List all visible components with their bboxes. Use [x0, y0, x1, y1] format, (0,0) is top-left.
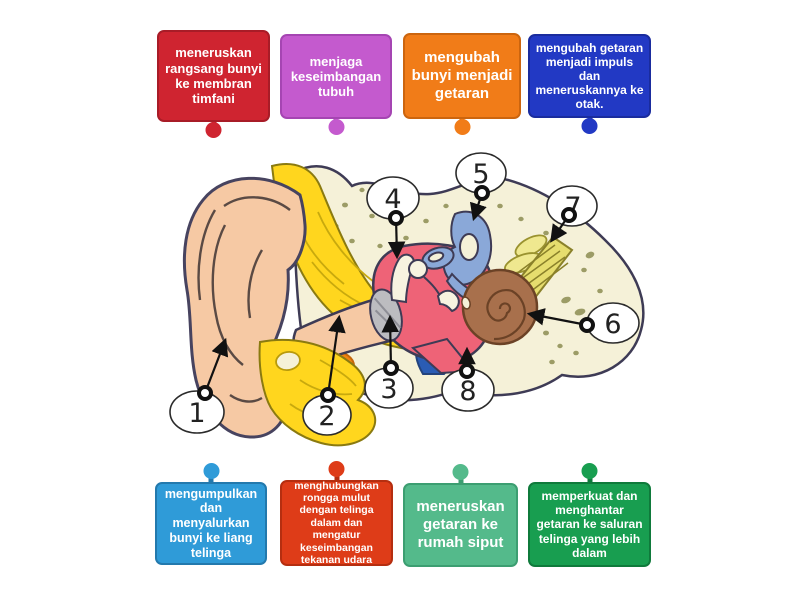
answer-card-pin	[459, 117, 465, 127]
answer-card-mengumpulkan[interactable]: mengumpulkan dan menyalurkan bunyi ke li…	[155, 472, 267, 565]
marker-7[interactable]: 7	[546, 185, 598, 243]
marker-4[interactable]: 4	[366, 176, 420, 260]
answer-card-pin	[587, 472, 592, 484]
marker-3[interactable]: 3	[364, 314, 414, 409]
marker-5-number: 5	[472, 159, 489, 190]
marker-6[interactable]: 6	[526, 302, 640, 344]
bone-speckles	[333, 187, 613, 392]
answer-card-pin	[458, 473, 463, 485]
marker-1-number: 1	[188, 398, 205, 429]
answer-card-label: mengubah bunyi menjadi getaran	[411, 49, 513, 102]
answer-card-pin	[334, 470, 339, 482]
answer-card-memperkuat[interactable]: memperkuat dan menghantar getaran ke sal…	[528, 472, 651, 567]
answer-card-pin	[333, 117, 339, 127]
answer-card-label: menjaga keseimbangan tubuh	[290, 53, 382, 100]
answer-card-pin	[211, 120, 216, 130]
marker-5[interactable]: 5	[455, 152, 507, 222]
marker-2[interactable]: 2	[302, 314, 352, 436]
answer-card-label: meneruskan rangsang bunyi ke membran tim…	[165, 45, 262, 107]
marker-6-number: 6	[604, 309, 621, 340]
answer-card-getaran[interactable]: mengubah bunyi menjadi getaran	[403, 33, 521, 127]
marker-8-number: 8	[459, 376, 476, 407]
answer-card-pin	[587, 116, 592, 126]
marker-1[interactable]: 1	[169, 337, 229, 434]
answer-card-timpani[interactable]: meneruskan rangsang bunyi ke membran tim…	[157, 30, 270, 130]
marker-3-number: 3	[380, 374, 397, 405]
marker-8[interactable]: 8	[441, 346, 495, 412]
cochlea	[461, 268, 539, 346]
answer-card-label: mengubah getaran menjadi impuls dan mene…	[535, 40, 644, 112]
answer-card-rumah-siput[interactable]: meneruskan getaran ke rumah siput	[403, 473, 518, 567]
answer-card-label: mengumpulkan dan menyalurkan bunyi ke li…	[164, 486, 258, 560]
answer-card-pin	[208, 472, 214, 484]
marker-2-number: 2	[318, 401, 335, 432]
ossicles	[390, 253, 460, 313]
answer-card-label: menghubungkan rongga mulut dengan teling…	[294, 479, 379, 566]
answer-card-label: memperkuat dan menghantar getaran ke sal…	[536, 489, 643, 560]
marker-4-number: 4	[384, 184, 401, 215]
semicircular-canals	[421, 210, 492, 304]
answer-card-impuls[interactable]: mengubah getaran menjadi impuls dan mene…	[528, 34, 651, 126]
answer-card-rongga-mulut[interactable]: menghubungkan rongga mulut dengan teling…	[280, 470, 393, 566]
answer-card-label: meneruskan getaran ke rumah siput	[416, 498, 505, 551]
answer-card-keseimbangan[interactable]: menjaga keseimbangan tubuh	[280, 34, 392, 127]
